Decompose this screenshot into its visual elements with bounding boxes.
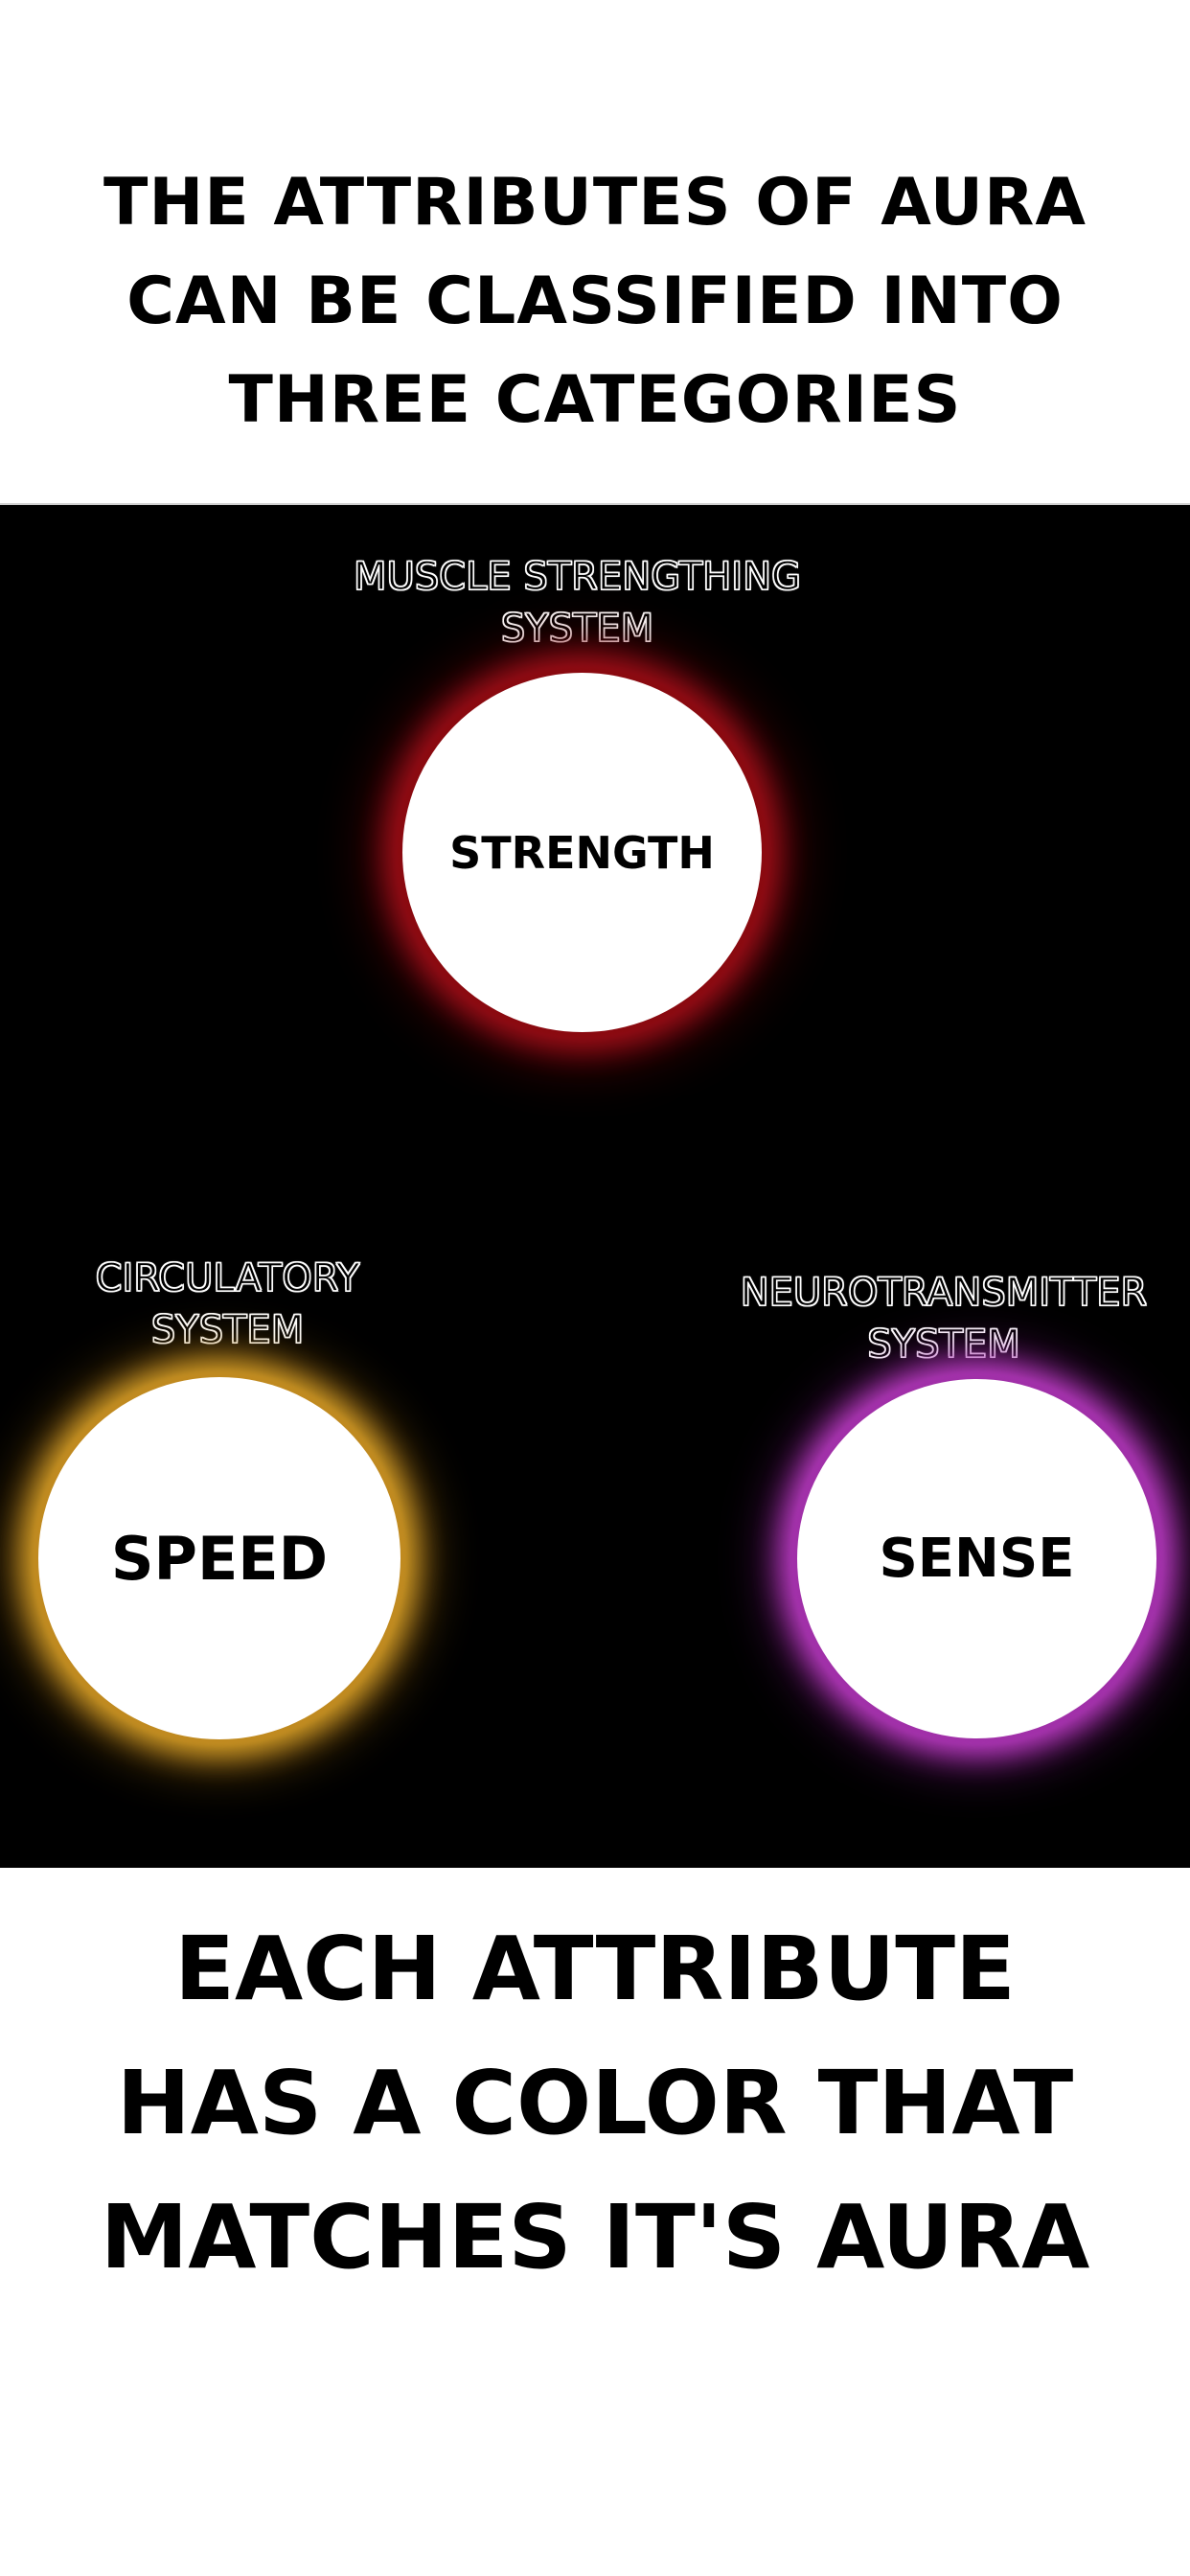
- strength-system-line-1: MUSCLE STRENGTHING: [353, 554, 801, 599]
- speed-system-line-2: SYSTEM: [150, 1307, 305, 1352]
- top-caption: THE ATTRIBUTES OF AURA CAN BE CLASSIFIED…: [0, 153, 1190, 449]
- bottom-caption-line-3: MATCHES IT'S AURA: [100, 2186, 1090, 2288]
- top-caption-line-2: CAN BE CLASSIFIED INTO: [126, 264, 1064, 339]
- aura-panel: MUSCLE STRENGTHING SYSTEM STRENGTH CIRCU…: [0, 503, 1190, 1868]
- strength-orb: STRENGTH: [402, 673, 762, 1032]
- bottom-caption-line-1: EACH ATTRIBUTE: [174, 1918, 1016, 2020]
- top-caption-line-3: THREE CATEGORIES: [228, 362, 962, 438]
- sense-system-line-1: NEUROTRANSMITTER: [740, 1270, 1148, 1315]
- sense-orb: SENSE: [797, 1379, 1156, 1738]
- top-caption-line-1: THE ATTRIBUTES OF AURA: [103, 165, 1087, 241]
- strength-system-line-2: SYSTEM: [500, 606, 654, 651]
- sense-label: SENSE: [879, 1528, 1075, 1590]
- speed-system-line-1: CIRCULATORY: [95, 1255, 360, 1300]
- bottom-caption: EACH ATTRIBUTE HAS A COLOR THAT MATCHES …: [0, 1902, 1190, 2305]
- speed-system-label: CIRCULATORY SYSTEM: [38, 1253, 417, 1356]
- bottom-caption-line-2: HAS A COLOR THAT: [116, 2052, 1074, 2154]
- sense-system-label: NEUROTRANSMITTER SYSTEM: [709, 1267, 1179, 1370]
- speed-label: SPEED: [110, 1523, 329, 1594]
- sense-system-line-2: SYSTEM: [867, 1322, 1021, 1367]
- speed-orb: SPEED: [38, 1377, 400, 1739]
- strength-label: STRENGTH: [449, 826, 715, 879]
- strength-system-label: MUSCLE STRENGTHING SYSTEM: [287, 551, 867, 655]
